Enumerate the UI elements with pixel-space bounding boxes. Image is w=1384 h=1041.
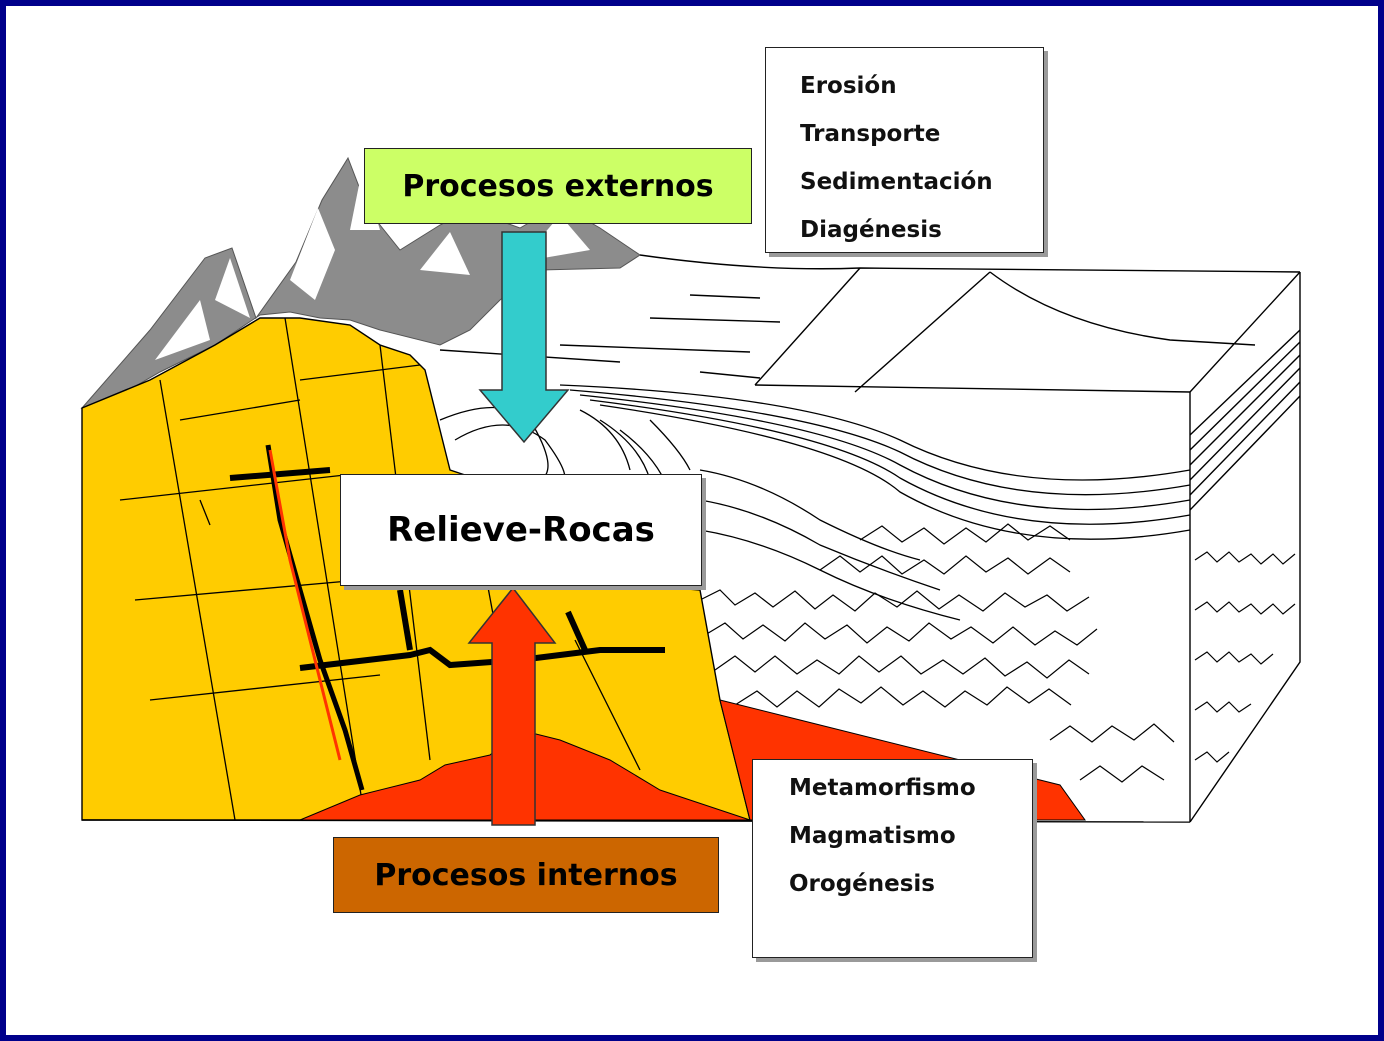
external-process-item: Diagénesis [800, 217, 942, 243]
external-process-item: Sedimentación [800, 169, 993, 195]
external-process-item: Erosión [800, 73, 897, 99]
external-processes-label: Procesos externos [402, 168, 714, 204]
dike-magma-fill [268, 449, 342, 761]
internal-processes-list-box: Metamorfismo Magmatismo Orogénesis [752, 759, 1033, 958]
internal-process-item: Magmatismo [789, 823, 956, 849]
metamorphic-folds [699, 523, 1296, 783]
external-processes-box: Procesos externos [364, 148, 752, 224]
relief-rocks-label: Relieve-Rocas [387, 510, 655, 550]
terrain-surface [439, 254, 1301, 393]
down-arrow [478, 231, 570, 444]
granite-dikes [229, 444, 665, 791]
internal-process-item: Orogénesis [789, 871, 935, 897]
mountain-snow-highlights [155, 170, 590, 360]
mountain-peaks [80, 156, 641, 410]
internal-processes-box: Procesos internos [333, 837, 719, 913]
internal-process-item: Metamorfismo [789, 775, 976, 801]
block-right-face [1189, 272, 1301, 823]
external-process-item: Transporte [800, 121, 941, 147]
relief-rocks-box: Relieve-Rocas [340, 474, 702, 586]
external-processes-list-box: Erosión Transporte Sedimentación Diagéne… [765, 47, 1044, 253]
up-arrow [467, 586, 557, 826]
internal-processes-label: Procesos internos [374, 857, 678, 893]
